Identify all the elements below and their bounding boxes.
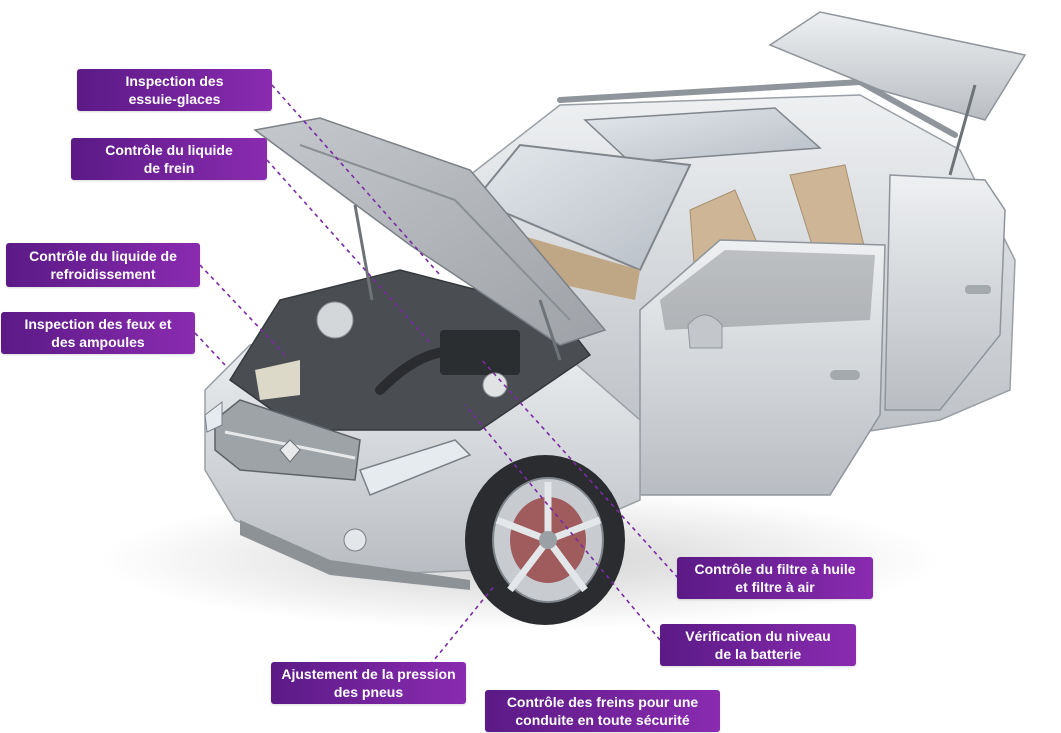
rear-door-handle (965, 285, 991, 294)
radiator-bar (255, 360, 300, 400)
windshield (473, 143, 692, 272)
battery-box (440, 330, 520, 375)
leader-wipers (271, 84, 441, 276)
callout-lights: Inspection des feux et des ampoules (1, 312, 195, 354)
callout-brake-fluid: Contrôle du liquide de frein (71, 138, 267, 180)
leader-tire-pressure (429, 584, 496, 666)
hood (253, 117, 607, 346)
fog-light (343, 528, 367, 552)
leader-lines (194, 84, 679, 666)
tailgate-strut (948, 84, 977, 176)
rim-spokes (495, 482, 602, 593)
headlight-left (204, 400, 223, 433)
leader-filters (479, 357, 679, 579)
leader-coolant (199, 264, 286, 356)
grille-emblem (279, 439, 301, 463)
headlight-right (359, 439, 472, 496)
door-handle (830, 370, 860, 380)
leader-battery (464, 404, 661, 641)
reservoir-cap (482, 372, 508, 398)
sunroof (583, 107, 822, 163)
callout-filters: Contrôle du filtre à huile et filtre à a… (677, 557, 873, 599)
leader-lights (194, 332, 226, 366)
lower-bumper (240, 520, 470, 590)
hood-inner-line (299, 144, 571, 321)
wheel-hub (539, 531, 557, 549)
hood-strut (353, 204, 374, 301)
hood-strut-2 (538, 299, 562, 361)
leader-brake-fluid (266, 159, 433, 346)
front-door-window (660, 250, 875, 330)
callout-coolant: Contrôle du liquide de refroidissement (6, 243, 200, 287)
rear-door (884, 174, 1006, 411)
callout-wipers: Inspection des essuie-glaces (77, 69, 272, 111)
grille (214, 399, 361, 481)
side-mirror (687, 314, 723, 349)
callout-battery: Vérification du niveau de la batterie (660, 624, 856, 666)
callout-tire-pressure: Ajustement de la pression des pneus (271, 662, 466, 704)
interior-dash (520, 235, 640, 300)
engine-cap (316, 301, 354, 339)
tailgate (768, 11, 1027, 121)
callout-brakes: Contrôle des freins pour une conduite en… (485, 690, 720, 732)
